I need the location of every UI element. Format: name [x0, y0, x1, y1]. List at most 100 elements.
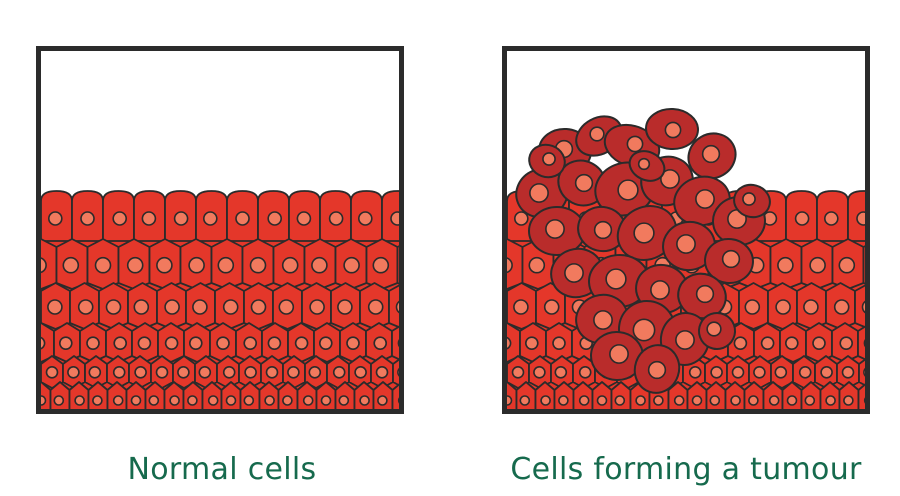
normal-cell — [738, 282, 769, 330]
normal-cell — [148, 238, 182, 290]
normal-cell — [106, 381, 128, 409]
normal-cell — [800, 381, 822, 409]
normal-cell — [365, 322, 393, 363]
normal-cell — [226, 190, 259, 242]
normal-cell — [785, 190, 818, 242]
normal-cell — [301, 282, 332, 330]
normal-cell — [69, 282, 100, 330]
normal-cell — [391, 383, 399, 409]
normal-cells-illustration — [41, 190, 399, 409]
normal-cell — [814, 355, 838, 389]
normal-cell — [214, 282, 245, 330]
normal-cell — [179, 238, 213, 290]
normal-cell — [102, 190, 135, 242]
normal-cell — [854, 284, 865, 329]
normal-cell — [831, 322, 859, 363]
normal-cell — [216, 355, 240, 389]
normal-cell — [392, 358, 399, 387]
normal-cell — [507, 381, 518, 409]
tumour-cell — [633, 344, 681, 394]
normal-cell — [519, 322, 547, 363]
normal-cell — [796, 282, 827, 330]
normal-cell — [819, 381, 841, 409]
normal-cell — [359, 282, 390, 330]
normal-cell — [41, 381, 52, 409]
normal-cell — [836, 355, 860, 389]
normal-cell — [857, 325, 865, 361]
tumour-cell — [590, 330, 644, 382]
normal-cell — [144, 381, 166, 409]
normal-cell — [779, 322, 807, 363]
normal-cell — [781, 381, 803, 409]
normal-cell — [71, 190, 104, 242]
normal-cell — [68, 381, 90, 409]
normal-cell — [243, 282, 274, 330]
tumour-cells-panel — [502, 46, 870, 414]
normal-cell — [857, 383, 865, 409]
normal-cell — [164, 190, 197, 242]
normal-cell — [767, 282, 798, 330]
normal-cell — [257, 190, 290, 242]
normal-cell — [762, 381, 784, 409]
normal-cell — [388, 284, 399, 329]
tumour-mass — [515, 107, 771, 394]
normal-cell — [79, 322, 107, 363]
normal-cell — [194, 355, 218, 389]
normal-cell — [150, 355, 174, 389]
normal-cell — [769, 238, 803, 290]
tumour-cells-caption: Cells forming a tumour — [510, 452, 862, 487]
normal-cell — [133, 190, 166, 242]
normal-cell — [86, 238, 120, 290]
normal-cell — [396, 245, 399, 285]
normal-cell — [41, 282, 71, 330]
normal-cell — [163, 381, 185, 409]
normal-cell — [862, 245, 865, 285]
normal-cells-panel — [36, 46, 404, 414]
tumour-cell — [528, 143, 566, 179]
normal-cell — [53, 322, 81, 363]
tumour-cell — [616, 205, 678, 261]
normal-cell — [241, 238, 275, 290]
normal-cell — [210, 238, 244, 290]
normal-cell — [277, 381, 299, 409]
normal-cell — [507, 238, 524, 290]
normal-cell — [84, 355, 108, 389]
normal-cell — [667, 381, 689, 409]
normal-cell — [831, 238, 865, 290]
normal-cell — [553, 381, 575, 409]
normal-cell — [272, 238, 306, 290]
normal-cell — [753, 322, 781, 363]
normal-cell — [185, 282, 216, 330]
normal-cell — [381, 190, 399, 242]
normal-cell — [825, 282, 856, 330]
tumour-cell — [528, 206, 586, 256]
normal-cell — [131, 322, 159, 363]
normal-cell — [239, 381, 261, 409]
normal-cell — [724, 381, 746, 409]
tumour-cell — [698, 312, 736, 350]
normal-cell — [805, 322, 833, 363]
normal-cell — [41, 238, 58, 290]
normal-cell — [258, 381, 280, 409]
normal-cell — [49, 381, 71, 409]
tumour-cell — [733, 183, 771, 219]
normal-cell — [125, 381, 147, 409]
normal-cell — [858, 358, 865, 387]
normal-cell — [545, 322, 573, 363]
normal-cell — [800, 238, 834, 290]
normal-cell — [339, 322, 367, 363]
normal-cell — [195, 190, 228, 242]
normal-cell — [334, 381, 356, 409]
normal-cell — [838, 381, 860, 409]
tumour-cell — [645, 107, 699, 151]
normal-cell — [591, 381, 613, 409]
normal-cell — [182, 381, 204, 409]
normal-cell — [350, 190, 383, 242]
normal-cell — [156, 282, 187, 330]
normal-cell — [128, 355, 152, 389]
tumour-cell — [687, 132, 737, 180]
normal-cell — [816, 190, 849, 242]
normal-cell — [55, 238, 89, 290]
normal-cell — [515, 381, 537, 409]
normal-cell — [534, 381, 556, 409]
